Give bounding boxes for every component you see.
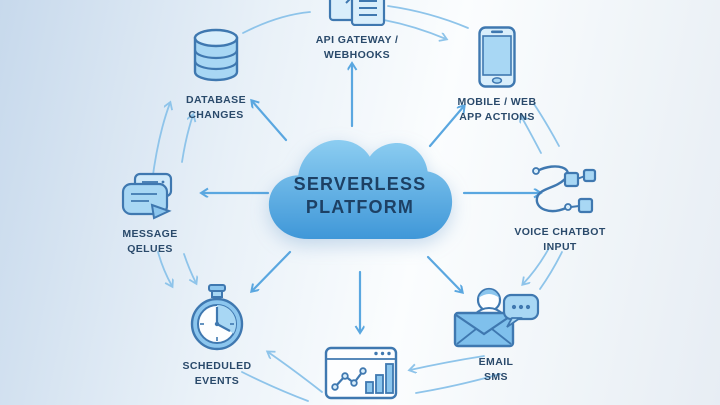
node-api-gateway-webhooks: API GATEWAY / WEBHOOKS <box>292 0 422 63</box>
arc-database-to-api <box>242 11 311 34</box>
node-label: EMAIL SMS <box>478 356 514 384</box>
arc-queue-to-database-1 <box>151 103 170 183</box>
cloud-title-line2: PLATFORM <box>305 197 415 218</box>
arc-analytics-to-scheduled-1 <box>268 352 323 393</box>
node-database-changes: DATABASE CHANGES <box>158 28 274 123</box>
arc-voice-to-mobile-2 <box>533 103 560 147</box>
arc-email-to-analytics-2 <box>415 373 501 394</box>
node-message-queues: MESSAGE QELUES <box>98 172 202 257</box>
arc-api-to-mobile-2 <box>383 19 446 39</box>
arc-queue-to-scheduled-1 <box>157 251 172 286</box>
stopwatch-icon <box>190 284 244 351</box>
node-label: MESSAGE QELUES <box>122 228 178 256</box>
arc-api-to-mobile-1 <box>387 5 469 29</box>
node-email-sms: EMAIL SMS <box>446 286 546 385</box>
node-label: SCHEDULED EVENTS <box>182 360 252 388</box>
spoke-arrow-email <box>426 255 462 292</box>
node-label: API GATEWAY / WEBHOOKS <box>315 34 399 62</box>
spoke-arrow-scheduled <box>252 250 292 291</box>
node-label: VOICE CHATBOT INPUT <box>514 226 606 254</box>
cloud-title: SERVERLESS PLATFORM <box>262 173 458 220</box>
spoke-arrow-database <box>252 101 288 142</box>
spoke-arrow-mobile <box>428 106 464 148</box>
email-person-chat-icon <box>453 287 540 348</box>
arc-voice-to-email-2 <box>539 251 563 290</box>
arc-analytics-to-scheduled-2 <box>241 371 309 402</box>
arc-voice-to-mobile-1 <box>521 116 542 154</box>
analytics-window-icon <box>324 346 398 400</box>
serverless-platform-cloud: SERVERLESS PLATFORM <box>262 127 458 255</box>
arc-voice-to-email-1 <box>523 247 550 284</box>
arc-queue-to-scheduled-2 <box>183 253 196 283</box>
cloud-title-line1: SERVERLESS <box>293 174 427 194</box>
node-mobile-web-app-actions: MOBILE / WEB APP ACTIONS <box>437 26 557 125</box>
chat-queue-icon <box>121 172 173 220</box>
node-scheduled-events: SCHEDULED EVENTS <box>158 284 276 389</box>
flow-nodes-icon <box>532 165 597 214</box>
node-label: MOBILE / WEB APP ACTIONS <box>457 96 537 124</box>
smartphone-icon <box>478 26 516 88</box>
documents-icon <box>328 0 386 26</box>
arc-queue-to-database-2 <box>181 115 193 163</box>
arc-email-to-analytics-1 <box>410 355 485 370</box>
node-analytics <box>323 346 399 400</box>
node-voice-chatbot-input: VOICE CHATBOT INPUT <box>499 162 621 255</box>
database-icon <box>193 28 239 82</box>
cloud-icon <box>268 140 453 240</box>
node-label: DATABASE CHANGES <box>186 94 246 122</box>
